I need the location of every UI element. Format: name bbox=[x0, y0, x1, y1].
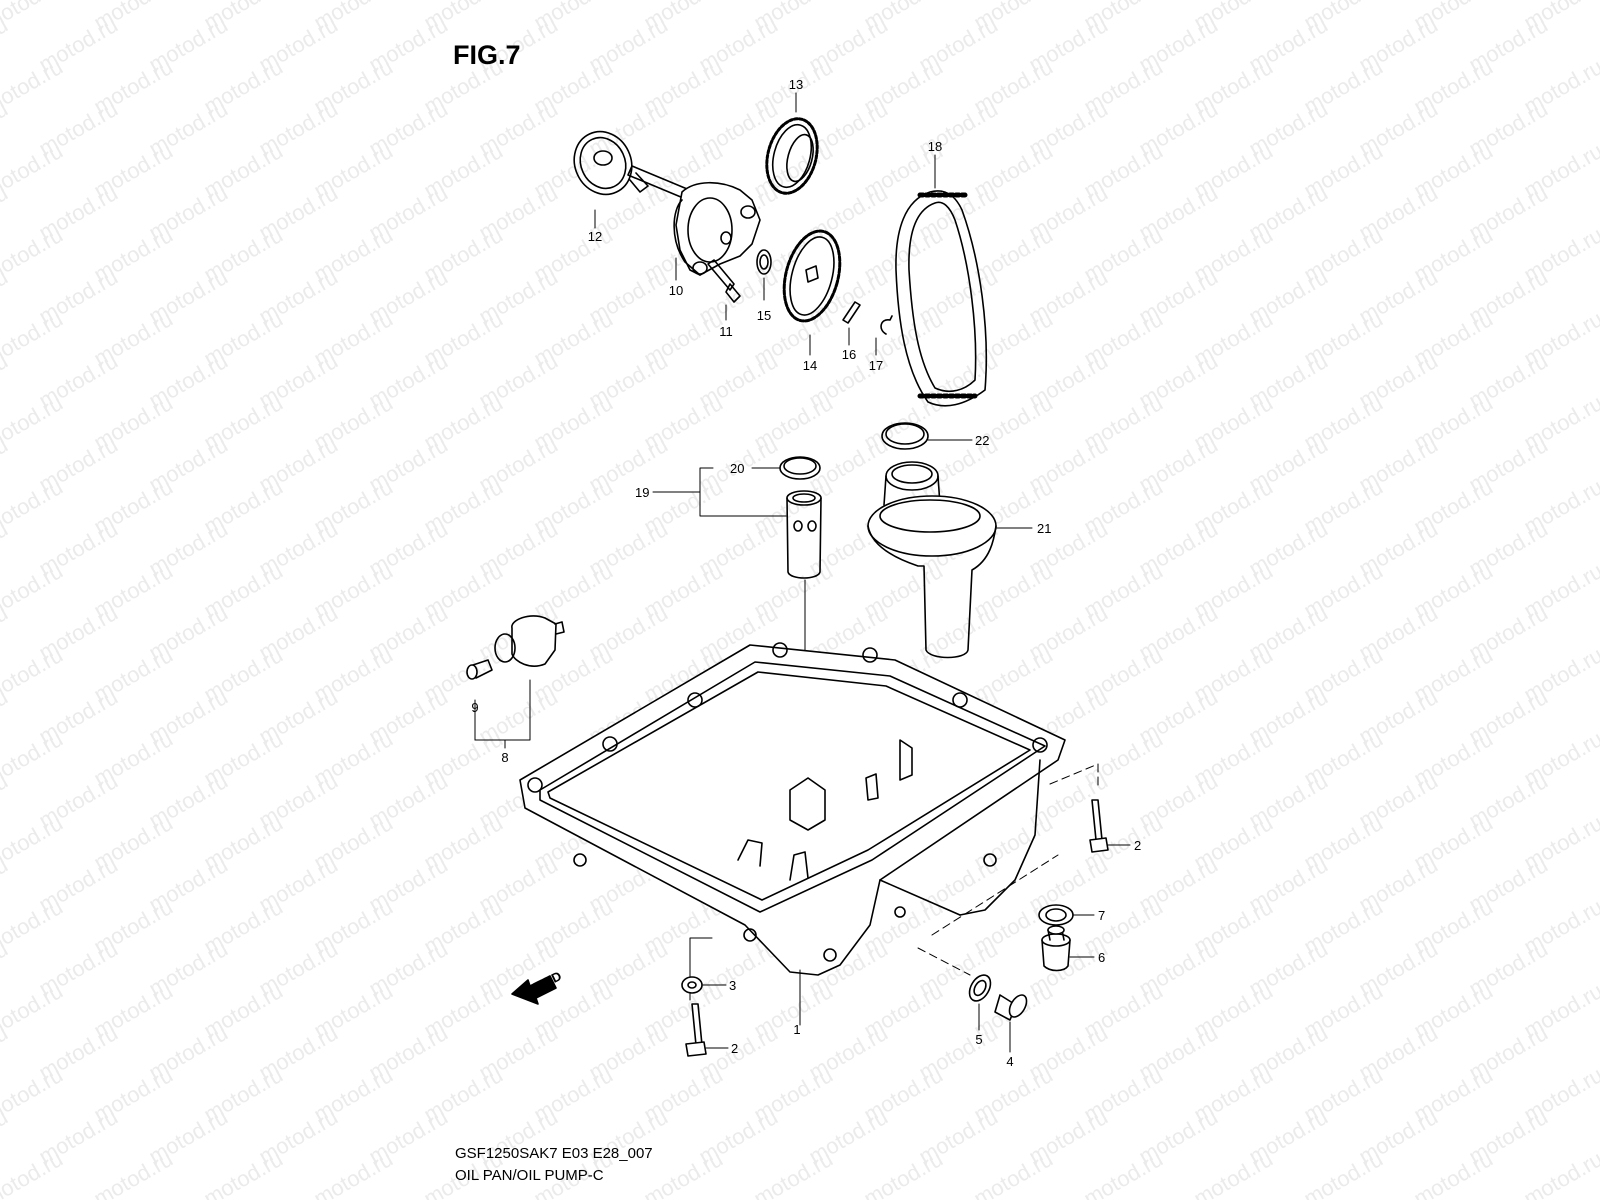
figure-title: FIG.7 bbox=[453, 40, 521, 70]
callout-16: 16 bbox=[842, 347, 856, 362]
callout-7: 7 bbox=[1098, 908, 1105, 923]
callout-20: 20 bbox=[730, 461, 744, 476]
part-4-drain-plug bbox=[994, 994, 1028, 1053]
part-1-oil-pan bbox=[519, 642, 1099, 1026]
callout-22: 22 bbox=[975, 433, 989, 448]
part-6-plug bbox=[1041, 925, 1095, 972]
callout-9: 9 bbox=[471, 700, 478, 715]
part-14-sprocket bbox=[782, 229, 842, 356]
callout-1: 1 bbox=[793, 1022, 800, 1037]
callout-2-right: 2 bbox=[1134, 838, 1141, 853]
callout-5: 5 bbox=[975, 1032, 982, 1047]
callout-19: 19 bbox=[635, 485, 649, 500]
part-18-chain bbox=[895, 154, 988, 407]
callout-12: 12 bbox=[588, 229, 602, 244]
callout-labels: 1 2 2 3 4 5 6 7 8 9 10 11 12 13 14 15 16… bbox=[471, 77, 1141, 1069]
part-10-oil-pump bbox=[627, 165, 761, 281]
callout-10: 10 bbox=[669, 283, 683, 298]
callout-11: 11 bbox=[719, 324, 733, 339]
part-2-bolt-right bbox=[1089, 799, 1131, 853]
part-22-o-ring bbox=[881, 422, 973, 450]
part-7-gasket bbox=[1038, 904, 1095, 926]
callout-4: 4 bbox=[1006, 1054, 1013, 1069]
callout-3: 3 bbox=[729, 978, 736, 993]
part-11-bolt bbox=[707, 259, 741, 321]
callout-18: 18 bbox=[928, 139, 942, 154]
part-12-gasket bbox=[573, 130, 633, 229]
part-8-oil-pressure-switch bbox=[466, 615, 565, 749]
part-21-oil-strainer bbox=[867, 461, 1033, 659]
callout-21: 21 bbox=[1037, 521, 1051, 536]
part-3-washer bbox=[681, 976, 727, 994]
part-13-driven-gear bbox=[765, 92, 819, 195]
part-2-bolt-left bbox=[685, 1003, 729, 1057]
callout-8: 8 bbox=[501, 750, 508, 765]
fwd-arrow-icon: FWD bbox=[511, 968, 564, 1005]
part-20-o-ring bbox=[751, 456, 821, 480]
callout-13: 13 bbox=[789, 77, 803, 92]
callout-6: 6 bbox=[1098, 950, 1105, 965]
part-15-washer bbox=[756, 249, 772, 301]
callout-15: 15 bbox=[757, 308, 771, 323]
callout-17: 17 bbox=[869, 358, 883, 373]
diagram-title: OIL PAN/OIL PUMP-C bbox=[455, 1167, 604, 1184]
part-5-gasket bbox=[968, 974, 992, 1031]
callout-2-left: 2 bbox=[731, 1041, 738, 1056]
part-17-circlip bbox=[875, 315, 893, 356]
callout-14: 14 bbox=[803, 358, 817, 373]
part-16-pin bbox=[842, 301, 861, 346]
diagram-code: GSF1250SAK7 E03 E28_007 bbox=[455, 1145, 653, 1162]
